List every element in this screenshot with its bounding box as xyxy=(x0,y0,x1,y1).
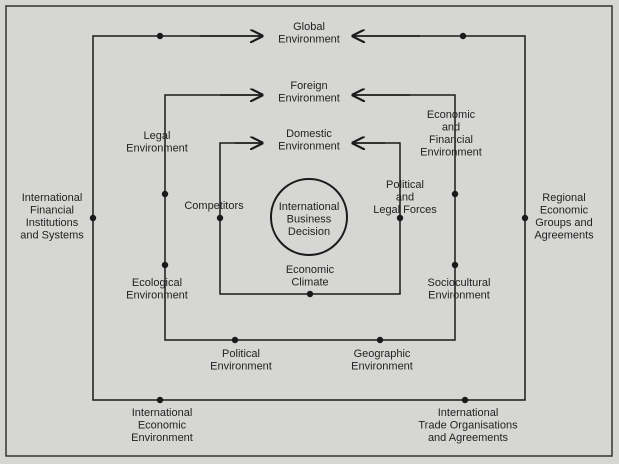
label-line: Legal xyxy=(144,130,171,142)
frame xyxy=(5,5,613,457)
label-line: Environment xyxy=(210,361,272,373)
label-line: Trade Organisations xyxy=(418,420,518,432)
label-line: Competitors xyxy=(184,200,244,212)
label-line: Groups and xyxy=(535,217,592,229)
label-line: Climate xyxy=(291,277,328,289)
label-line: Financial xyxy=(30,205,74,217)
label-line: Environment xyxy=(126,143,188,155)
label-line: and xyxy=(396,192,414,204)
label-line: Political xyxy=(222,348,260,360)
label-line: Business xyxy=(287,214,332,226)
label-line: Economic xyxy=(540,205,589,217)
label-line: Environment xyxy=(420,147,482,159)
label-line: Foreign xyxy=(290,80,327,92)
label-line: Geographic xyxy=(354,348,411,360)
label-line: and xyxy=(442,122,460,134)
label-line: Agreements xyxy=(534,230,594,242)
label-line: Environment xyxy=(131,432,193,444)
foreign-loop xyxy=(164,94,456,341)
label-line: Economic xyxy=(286,264,335,276)
label-line: and Systems xyxy=(20,230,84,242)
label-line: Ecological xyxy=(132,277,182,289)
label-competitors: Competitors xyxy=(184,200,244,212)
label-line: Economic xyxy=(427,109,476,121)
label-line: Economic xyxy=(138,420,187,432)
label-line: Environment xyxy=(278,93,340,105)
center-circle xyxy=(270,178,348,256)
label-line: Legal Forces xyxy=(373,204,437,216)
label-line: International xyxy=(438,407,499,419)
label-line: Environment xyxy=(428,290,490,302)
label-line: Sociocultural xyxy=(428,277,491,289)
label-line: International xyxy=(22,192,83,204)
label-line: Environment xyxy=(126,290,188,302)
label-line: Political xyxy=(386,179,424,191)
label-line: Domestic xyxy=(286,128,332,140)
label-line: Regional xyxy=(542,192,585,204)
global-loop-left xyxy=(92,35,526,401)
label-line: Environment xyxy=(351,361,413,373)
label-line: Financial xyxy=(429,134,473,146)
label-line: Institutions xyxy=(26,217,79,229)
label-line: Environment xyxy=(278,141,340,153)
connection-dots xyxy=(89,32,529,404)
label-line: Decision xyxy=(288,226,330,238)
label-line: and Agreements xyxy=(428,432,509,444)
label-line: Global xyxy=(293,21,325,33)
label-line: International xyxy=(279,201,340,213)
label-line: Environment xyxy=(278,34,340,46)
label-line: International xyxy=(132,407,193,419)
